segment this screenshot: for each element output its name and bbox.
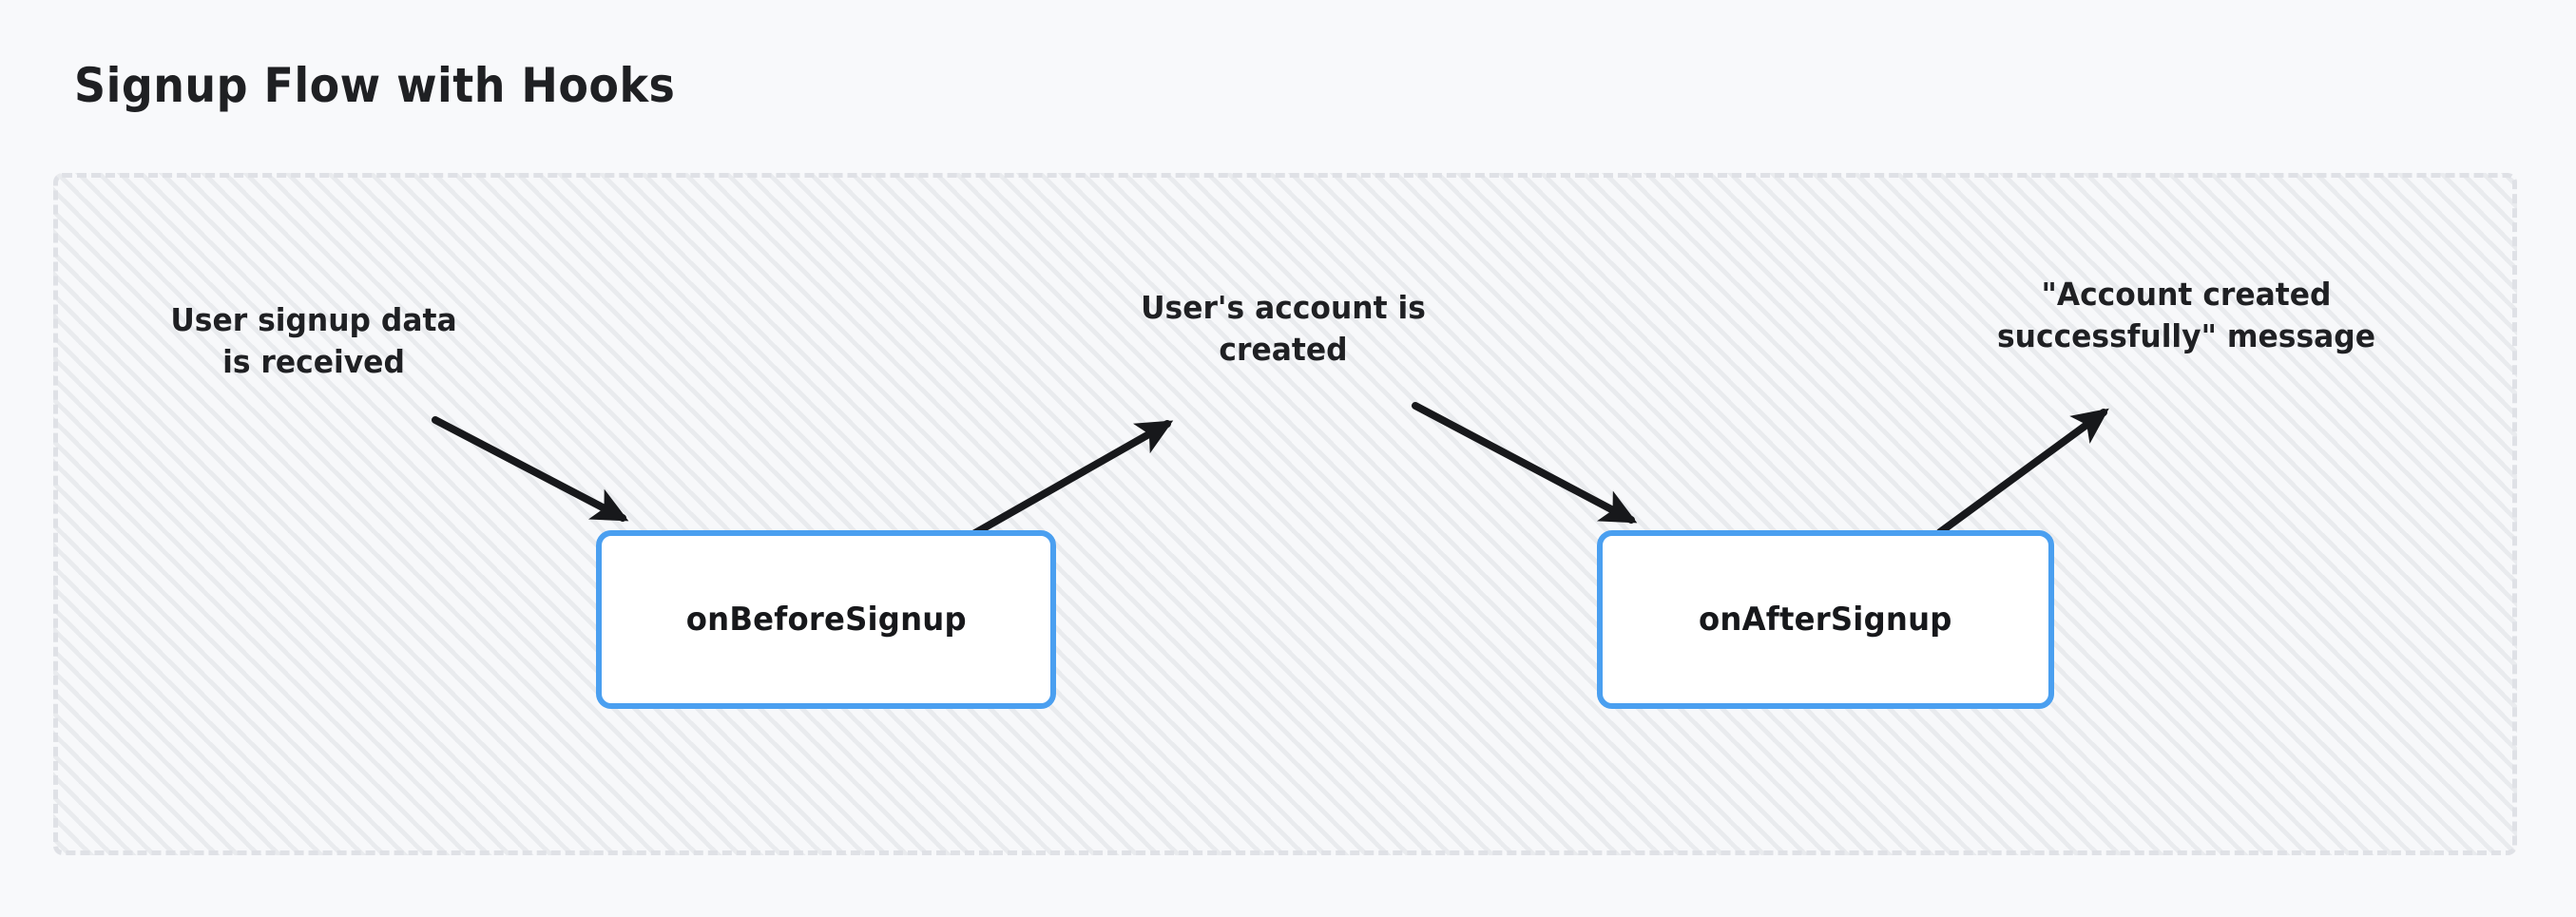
node-on-before-signup-label: onBeforeSignup: [685, 601, 967, 639]
edge-label-account-created: User's account is created: [1141, 289, 1426, 368]
node-on-before-signup[interactable]: onBeforeSignup: [596, 530, 1056, 709]
edge-label-user-signup-data: User signup data is received: [170, 301, 457, 380]
edge-label-success-message: "Account created successfully" message: [1997, 276, 2375, 354]
page-title: Signup Flow with Hooks: [74, 58, 676, 113]
node-on-after-signup-label: onAfterSignup: [1699, 601, 1952, 639]
node-on-after-signup[interactable]: onAfterSignup: [1597, 530, 2054, 709]
